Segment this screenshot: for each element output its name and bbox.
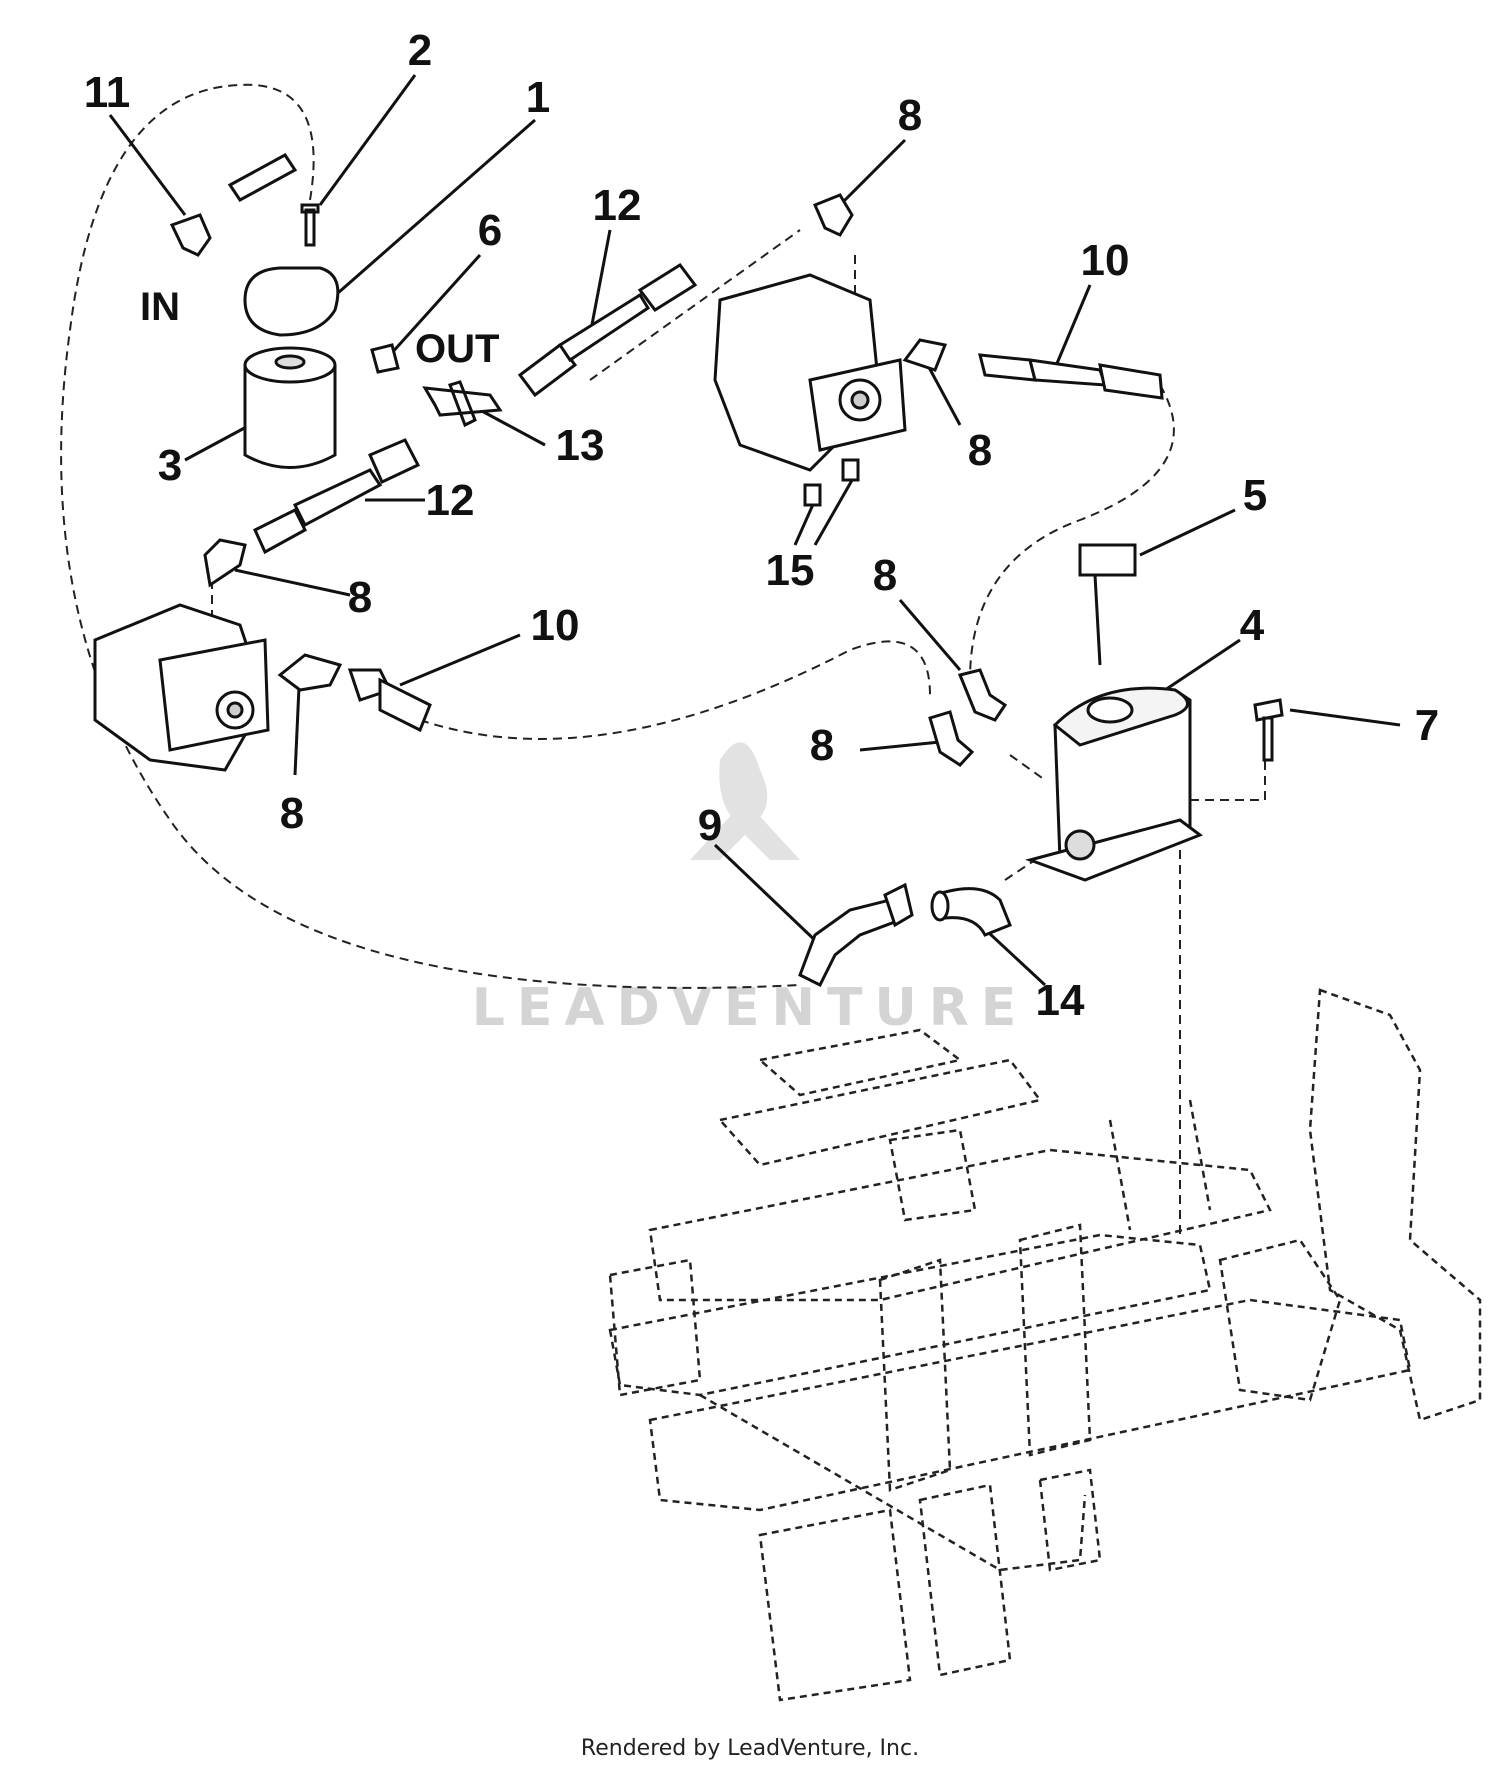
- filter-head: [243, 266, 340, 337]
- callout-10-upper: 10: [1081, 236, 1130, 285]
- elbow-8-upper: [813, 193, 854, 237]
- nipple-6: [370, 343, 400, 374]
- filter-canister: [243, 365, 337, 469]
- callout-8-tank-upper: 8: [873, 551, 897, 600]
- line-elbow-to-tank: [1009, 754, 1046, 781]
- line-14-to-tank: [1004, 859, 1036, 881]
- callout-2: 2: [408, 26, 432, 75]
- hose-12-upper: [517, 262, 698, 398]
- oil-filter-assembly: [169, 153, 503, 469]
- elbow-8-tank-upper: [957, 668, 1008, 722]
- leader-13: [479, 408, 546, 447]
- leader-8d: [234, 568, 351, 597]
- fittings-15: [803, 458, 860, 507]
- port-label-in: IN: [140, 285, 180, 329]
- hose-12-lower: [203, 438, 421, 588]
- callout-8-top: 8: [898, 91, 922, 140]
- elbow-8-lower-left: [203, 538, 247, 588]
- line-tank-to-bolt7: [1190, 760, 1266, 801]
- bolt-7: [1253, 698, 1284, 762]
- fitting-2-cylinder: [227, 153, 298, 202]
- callout-8-pump-right: 8: [968, 426, 992, 475]
- callout-12-upper: 12: [593, 181, 642, 230]
- line-hose10-right-to-tank: [969, 384, 1175, 681]
- callout-6: 6: [478, 206, 502, 255]
- leader-6: [388, 253, 482, 357]
- callout-5: 5: [1243, 471, 1267, 520]
- callout-1: 1: [526, 73, 550, 122]
- watermark-logo-icon: [690, 742, 800, 860]
- reservoir-mount-bracket: [1025, 818, 1204, 882]
- line-hose10-left-to-tank: [419, 640, 931, 740]
- callout-13: 13: [556, 421, 605, 470]
- elbow-8-left-pump: [277, 653, 343, 692]
- tee-fitting-13: [422, 380, 503, 428]
- leader-1: [329, 118, 536, 302]
- leader-lines: [108, 74, 1401, 987]
- reservoir-outlet-port: [1064, 829, 1096, 861]
- hose-10-right: [978, 353, 1164, 400]
- callout-15: 15: [766, 546, 815, 595]
- elbow-fitting-11: [169, 213, 212, 257]
- hose-10-left: [277, 653, 432, 733]
- leader-8f: [859, 740, 941, 752]
- hydraulic-pump-right: [713, 193, 948, 507]
- leader-4: [1164, 638, 1241, 692]
- leader-8b: [923, 359, 962, 426]
- leader-2: [318, 74, 417, 206]
- elbow-8-tank-lower: [928, 710, 975, 767]
- elbow-8-right-pump: [902, 338, 948, 372]
- leader-5: [1139, 508, 1236, 557]
- callout-4: 4: [1240, 601, 1265, 650]
- hydraulic-pump-left: [93, 603, 270, 772]
- callout-8-left-elbow: 8: [348, 573, 372, 622]
- callout-numbers: 11 2 1 6 12 8 10 3 13 12 8 15 5 8 8 4 10…: [84, 26, 1440, 1025]
- watermark: LEADVENTURE: [472, 742, 1016, 1038]
- render-credit: Rendered by LeadVenture, Inc.: [580, 1736, 920, 1761]
- elbow-hose-14: [930, 887, 1012, 937]
- hose-routing-lines: [60, 83, 1266, 1235]
- leader-15b: [813, 474, 857, 546]
- leader-7: [1289, 708, 1401, 727]
- dipstick-cap-5: [1078, 543, 1137, 577]
- leader-15a: [793, 499, 817, 546]
- leader-12a: [588, 229, 612, 336]
- callout-8-left-pump: 8: [280, 789, 304, 838]
- line-filter-to-pump-right: [589, 229, 801, 381]
- mower-frame: [608, 988, 1482, 1702]
- callout-12-lower: 12: [426, 476, 475, 525]
- loop-line-left: [60, 83, 801, 989]
- leader-3: [184, 423, 251, 462]
- filter-port: [274, 354, 306, 370]
- callout-7: 7: [1415, 701, 1439, 750]
- suction-hose-9: [798, 882, 914, 988]
- callout-11: 11: [84, 68, 131, 117]
- leader-11: [108, 114, 187, 216]
- leader-10b: [399, 633, 521, 687]
- leader-9: [713, 843, 822, 947]
- callout-9: 9: [698, 801, 722, 850]
- callout-8-tank-lower: 8: [810, 721, 834, 770]
- callout-10-lower: 10: [531, 601, 580, 650]
- reservoir-fill-port: [1086, 696, 1134, 724]
- port-label-out: OUT: [415, 327, 499, 371]
- hydraulic-reservoir: [928, 543, 1284, 882]
- callout-14: 14: [1036, 976, 1085, 1025]
- filter-bolt: [300, 203, 320, 247]
- callout-3: 3: [158, 441, 182, 490]
- leader-8c: [898, 599, 962, 671]
